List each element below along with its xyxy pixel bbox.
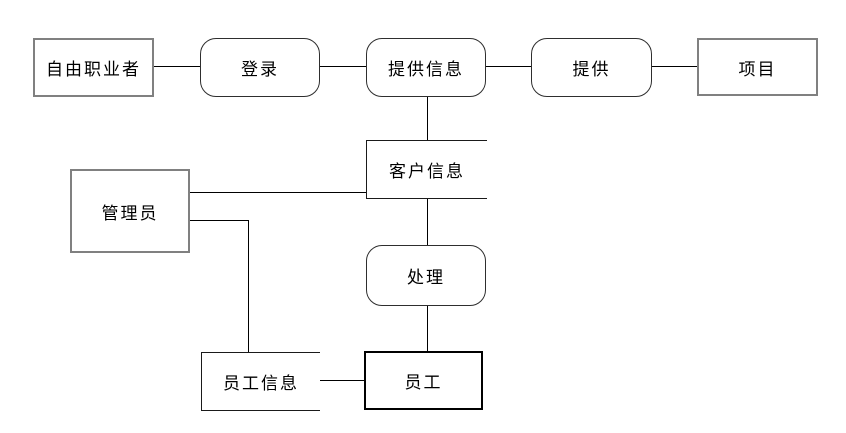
connector-handle-employee: [427, 306, 428, 351]
node-login[interactable]: 登录: [200, 38, 320, 97]
node-freelancer[interactable]: 自由职业者: [33, 38, 154, 97]
node-provide-info-label: 提供信息: [388, 60, 464, 80]
node-employee-info[interactable]: 员工信息: [201, 352, 320, 411]
connector-provide-info-provide: [486, 66, 531, 67]
connector-login-provide-info: [320, 66, 366, 67]
node-customer-info-label: 客户信息: [389, 162, 465, 182]
node-admin[interactable]: 管理员: [70, 169, 190, 253]
node-provide[interactable]: 提供: [531, 38, 652, 97]
node-employee-info-label: 员工信息: [223, 374, 299, 394]
connector-provide-project: [652, 66, 697, 67]
connector-customer-info-handle: [427, 199, 428, 245]
connector-admin-employee-info-horizontal: [190, 220, 249, 221]
node-login-label: 登录: [241, 60, 279, 80]
node-handle[interactable]: 处理: [366, 245, 486, 306]
node-admin-label: 管理员: [101, 203, 159, 224]
connector-employee-info-employee: [320, 380, 364, 381]
node-employee-label: 员工: [404, 373, 443, 393]
connector-admin-customer-info: [190, 192, 366, 193]
node-freelancer-label: 自由职业者: [46, 60, 141, 80]
node-provide-label: 提供: [572, 60, 611, 80]
node-project-label: 项目: [738, 59, 777, 80]
connector-provide-info-customer-info: [427, 97, 428, 140]
node-project[interactable]: 项目: [697, 38, 818, 96]
connector-admin-employee-info-vertical: [248, 220, 249, 352]
connector-freelancer-login: [154, 66, 200, 67]
node-customer-info[interactable]: 客户信息: [366, 140, 487, 199]
node-handle-label: 处理: [407, 268, 445, 288]
node-provide-info[interactable]: 提供信息: [366, 38, 486, 97]
node-employee[interactable]: 员工: [364, 351, 483, 410]
